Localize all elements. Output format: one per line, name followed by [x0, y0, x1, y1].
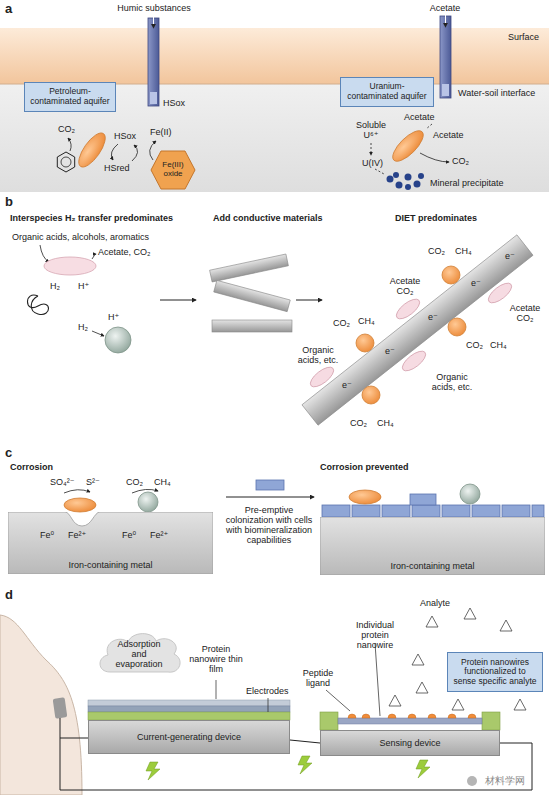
- annotation-label: H⁺: [78, 281, 89, 291]
- annotation-label: HSox: [114, 131, 136, 141]
- annotation-label: Acetate: [400, 3, 490, 13]
- annotation-label: CO₂: [452, 156, 469, 166]
- panel-letter: a: [5, 2, 12, 17]
- metal-slab: Iron-containing metal: [320, 517, 545, 575]
- annotation-label: CO₂: [333, 318, 350, 328]
- node-text: Iron-containing metal: [65, 558, 155, 574]
- annotation-label: Peptide ligand: [296, 668, 340, 688]
- node-label: Uranium-contaminated aquifer: [345, 82, 429, 101]
- annotation-label: Acetate CO₂: [505, 303, 545, 323]
- electron-label: e⁻: [505, 251, 515, 261]
- annotation-label: H₂: [78, 322, 88, 332]
- annotation-label: HSred: [104, 163, 130, 173]
- annotation-label: Water-soil interface: [458, 88, 535, 98]
- electron-label: e⁻: [428, 312, 438, 322]
- metal-slab: Iron-containing metal: [8, 512, 213, 574]
- panel-heading: Add conductive materials: [213, 213, 323, 223]
- node-label: Sensing device: [379, 738, 440, 748]
- node-label: Protein nanowires functionalized to sens…: [452, 658, 538, 687]
- panel-heading: Corrosion: [10, 462, 53, 472]
- annotation-label: CH₄: [358, 316, 375, 326]
- annotation-label: H₂: [50, 281, 60, 291]
- annotation-label: CH₄: [490, 340, 507, 350]
- electron-label: e⁻: [385, 346, 395, 356]
- annotation-label: Fe(II): [150, 127, 172, 137]
- panel-letter: b: [5, 195, 13, 210]
- annotation-label: Acetate: [404, 112, 435, 122]
- panel-letter: c: [5, 446, 12, 461]
- annotation-label: Pre-emptive colonization with cells with…: [220, 505, 318, 545]
- annotation-label: Protein nanowire thin film: [186, 644, 246, 674]
- annotation-label: Surface: [508, 32, 539, 42]
- device-slab: Sensing device: [320, 730, 500, 756]
- aquifer-box: Petroleum-contaminated aquifer: [24, 82, 116, 112]
- node-label: Current-generating device: [137, 732, 241, 742]
- evaporation-cloud: Adsorption and evaporation: [96, 630, 182, 674]
- panel-heading: DIET predominates: [395, 213, 477, 223]
- annotation-label: HSox: [163, 98, 185, 108]
- annotation-label: CO₂: [350, 418, 367, 428]
- annotation-label: SO₄²⁻: [50, 477, 74, 487]
- annotation-label: CO₂: [428, 246, 445, 256]
- node-text: Uranium-contaminated aquifer: [342, 80, 432, 103]
- annotation-label: Soluble U⁶⁺: [350, 120, 392, 140]
- annotation-label: Acetate, CO₂: [98, 247, 151, 257]
- annotation-label: Fe²⁺: [68, 530, 86, 540]
- annotation-label: CH₄: [154, 477, 171, 487]
- panel-heading: Corrosion prevented: [320, 462, 409, 472]
- electron-label: e⁻: [471, 278, 481, 288]
- annotation-label: S²⁻: [86, 477, 100, 487]
- annotation-label: Organic acids, alcohols, aromatics: [12, 232, 149, 242]
- annotation-label: Fe⁰: [122, 530, 136, 540]
- node-text: Adsorption and evaporation: [106, 633, 172, 671]
- annotation-label: Electrodes: [246, 686, 289, 696]
- annotation-label: CH₄: [377, 418, 394, 428]
- iron-oxide-hexagon: Fe(III) oxide: [150, 150, 196, 190]
- device-slab: Current-generating device: [88, 720, 290, 754]
- aquifer-box: Uranium-contaminated aquifer: [340, 77, 434, 107]
- annotation-label: CO₂: [58, 124, 75, 134]
- annotation-label: Mineral precipitate: [430, 178, 504, 188]
- annotation-label: CO₂: [126, 477, 143, 487]
- watermark: 材料学网: [482, 774, 528, 787]
- annotation-label: Acetate: [433, 130, 464, 140]
- annotation-label: Organic acids, etc.: [290, 345, 346, 365]
- node-text: Protein nanowires functionalized to sens…: [449, 656, 541, 689]
- node-label: Fe(III) oxide: [159, 161, 187, 179]
- node-label: Iron-containing metal: [390, 561, 474, 571]
- annotation-label: Individual protein nanowire: [342, 620, 408, 650]
- annotation-label: H⁺: [108, 312, 119, 322]
- annotation-label: Analyte: [420, 598, 450, 608]
- node-text: Iron-containing metal: [387, 559, 477, 575]
- annotation-label: Organic acids, etc.: [424, 372, 480, 392]
- annotation-label: Fe²⁺: [150, 530, 168, 540]
- node-text: Current-generating device: [134, 730, 244, 744]
- callout-box: Protein nanowires functionalized to sens…: [447, 652, 543, 692]
- node-text: Sensing device: [376, 736, 443, 750]
- panel-heading: Interspecies H₂ transfer predominates: [10, 213, 173, 223]
- annotation-label: U(IV): [362, 158, 383, 168]
- annotation-label: Fe⁰: [40, 530, 54, 540]
- panel-letter: d: [5, 588, 13, 603]
- annotation-label: CO₂: [466, 340, 483, 350]
- annotation-label: Acetate CO₂: [386, 276, 424, 296]
- annotation-label: CH₄: [455, 246, 472, 256]
- node-text: Petroleum-contaminated aquifer: [26, 85, 114, 108]
- node-text: Fe(III) oxide: [156, 159, 190, 181]
- node-label: Petroleum-contaminated aquifer: [29, 87, 111, 106]
- annotation-label: Humic substances: [109, 3, 199, 13]
- node-label: Iron-containing metal: [68, 560, 152, 570]
- electron-label: e⁻: [342, 380, 352, 390]
- node-label: Adsorption and evaporation: [109, 639, 169, 669]
